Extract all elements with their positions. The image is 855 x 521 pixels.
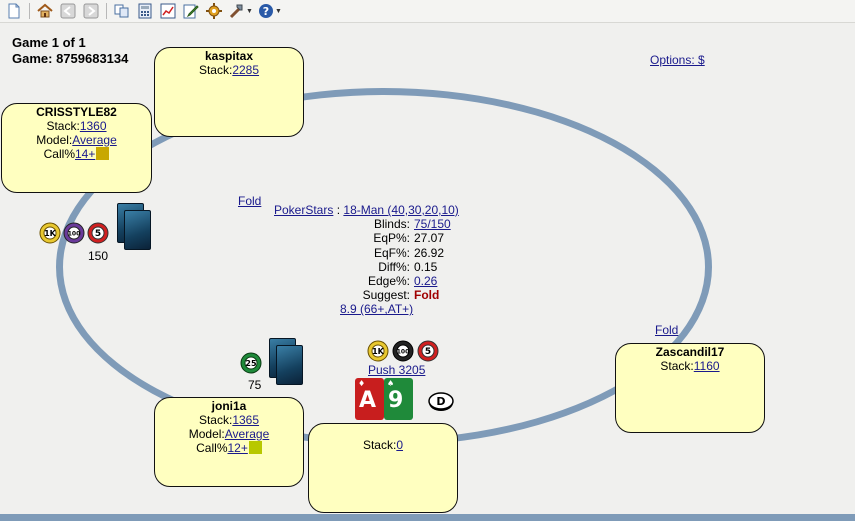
tournament-info: PokerStars : 18-Man (40,30,20,10): [274, 203, 459, 217]
call-range-link[interactable]: 14+: [74, 147, 96, 161]
chip-label: 100: [397, 349, 410, 356]
home-icon[interactable]: [35, 1, 55, 21]
hole-card-ace-diamonds: ♦ A: [355, 378, 384, 420]
game-counter: Game 1 of 1: [12, 35, 86, 50]
stat-eqp: EqP%:27.07: [373, 231, 445, 246]
chip-label: 25: [245, 359, 257, 368]
stat-eqf: EqF%:26.92: [373, 245, 445, 260]
range-color-swatch: [96, 147, 110, 160]
tools-icon[interactable]: [227, 1, 247, 21]
seat-joni1a: joni1a Stack:1365 Model:Average Call%12+: [154, 397, 304, 487]
stack-link[interactable]: 1365: [232, 413, 260, 427]
suggested-action: Fold: [414, 288, 440, 303]
player-name: CRISSTYLE82: [36, 105, 117, 119]
card-back-icon: [124, 210, 151, 250]
bet-amount: 75: [248, 378, 262, 392]
stat-edge: Edge%:0.26: [367, 274, 438, 289]
model-link[interactable]: Average: [224, 427, 270, 441]
structure-link[interactable]: 18-Man (40,30,20,10): [343, 203, 459, 217]
bet-chips: 25: [239, 351, 263, 375]
back-icon[interactable]: [58, 1, 78, 21]
chip-label: 1K: [372, 347, 385, 356]
svg-text:D: D: [436, 395, 445, 408]
stack-link[interactable]: 1360: [79, 119, 107, 133]
bet-chips: 1K 100 5: [38, 222, 110, 244]
edge-link[interactable]: 0.26: [414, 274, 438, 289]
hand-stats-panel: PokerStars : 18-Man (40,30,20,10) Blinds…: [240, 203, 540, 317]
call-range-link[interactable]: 12+: [227, 441, 248, 455]
seat-kaspitax: kaspitax Stack:2285: [154, 47, 304, 137]
stack-link[interactable]: 1160: [693, 359, 720, 373]
seat-zascandil17: Zascandil17 Stack:1160: [615, 343, 765, 433]
toolbar-separator: [29, 3, 30, 19]
copy-icon[interactable]: [112, 1, 132, 21]
chart-icon[interactable]: [158, 1, 178, 21]
chip-label: 1K: [44, 229, 57, 238]
new-document-icon[interactable]: [4, 1, 24, 21]
chevron-down-icon[interactable]: ▼: [246, 7, 253, 15]
blinds-link[interactable]: 75/150: [414, 217, 451, 232]
stat-blinds: Blinds:75/150: [373, 217, 451, 232]
range-color-swatch: [248, 441, 262, 454]
options-link[interactable]: Options: $: [650, 53, 705, 67]
stack-link[interactable]: 2285: [232, 63, 260, 77]
calculator-icon[interactable]: [135, 1, 155, 21]
forward-icon[interactable]: [81, 1, 101, 21]
range-link[interactable]: 8.9 (66+,AT+): [340, 302, 414, 317]
stat-suggest: Suggest:Fold: [362, 288, 440, 303]
help-icon[interactable]: ?: [256, 1, 276, 21]
site-link[interactable]: PokerStars: [274, 203, 334, 217]
seat-hero: Stack:0: [308, 423, 458, 513]
chip-label: 100: [68, 231, 81, 238]
fold-action-link[interactable]: Fold: [238, 194, 262, 208]
seat-crisstyle82: CRISSTYLE82 Stack:1360 Model:Average Cal…: [1, 103, 152, 193]
bottom-bar: [0, 514, 855, 521]
chip-stack-icon: 1K 100 5: [39, 222, 109, 244]
push-action-link[interactable]: Push 3205: [368, 363, 426, 377]
svg-text:?: ?: [263, 5, 269, 18]
toolbar-separator: [106, 3, 107, 19]
chip-stack-icon: 25: [240, 352, 262, 374]
chevron-down-icon[interactable]: ▼: [275, 7, 282, 15]
bet-chips: 1K 100 5: [366, 339, 442, 363]
hole-card-nine-spades: ♠ 9: [384, 378, 413, 420]
player-name: joni1a: [211, 399, 247, 413]
player-name: kaspitax: [204, 49, 254, 63]
chip-stack-icon: 1K 100 5: [367, 340, 439, 362]
game-info: Game 1 of 1 Game: 8759683134: [12, 35, 128, 67]
chip-label: 5: [425, 347, 431, 357]
stack-link[interactable]: 0: [396, 438, 404, 452]
stat-diff: Diff%:0.15: [378, 259, 438, 274]
player-name: Zascandil17: [655, 345, 725, 359]
bet-amount: 150: [88, 249, 109, 263]
card-back-icon: [276, 345, 303, 385]
model-link[interactable]: Average: [72, 133, 117, 147]
settings-icon[interactable]: [204, 1, 224, 21]
toolbar: ▼ ? ▼: [0, 0, 855, 23]
fold-action-link[interactable]: Fold: [655, 323, 679, 337]
edit-icon[interactable]: [181, 1, 201, 21]
dealer-button-icon: D: [427, 392, 455, 415]
chip-label: 5: [95, 229, 101, 239]
game-id: Game: 8759683134: [12, 51, 129, 66]
